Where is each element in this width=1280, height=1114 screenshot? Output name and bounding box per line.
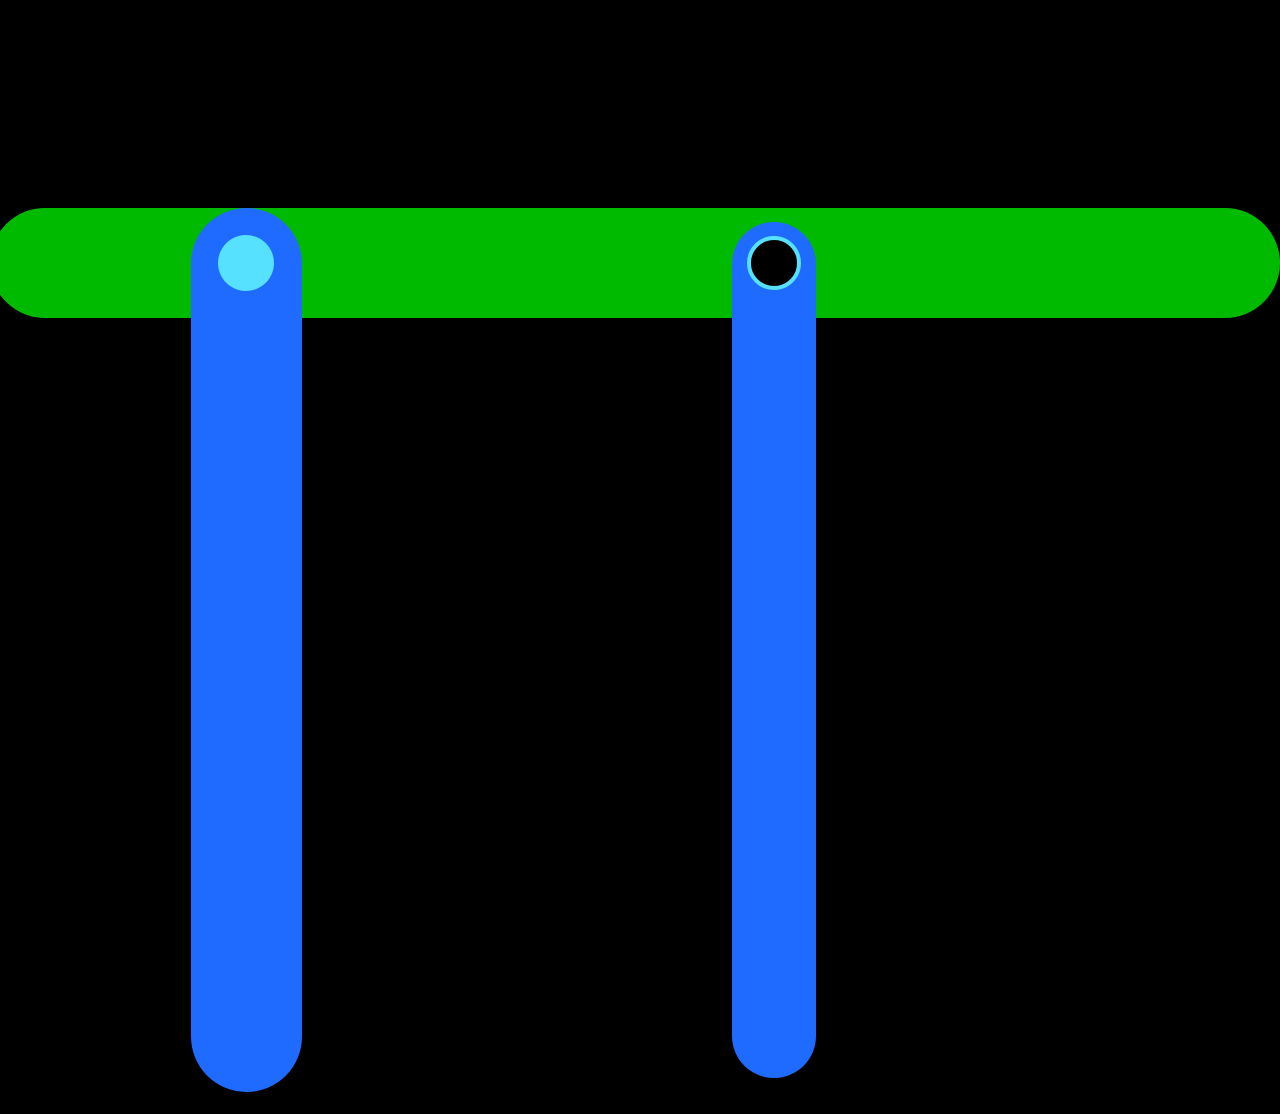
- left-junction-marker: [218, 235, 274, 291]
- right-vertical-bar: [732, 222, 816, 1078]
- right-junction-marker: [747, 236, 801, 290]
- left-vertical-bar: [191, 208, 302, 1092]
- horizontal-bar: [0, 208, 1280, 318]
